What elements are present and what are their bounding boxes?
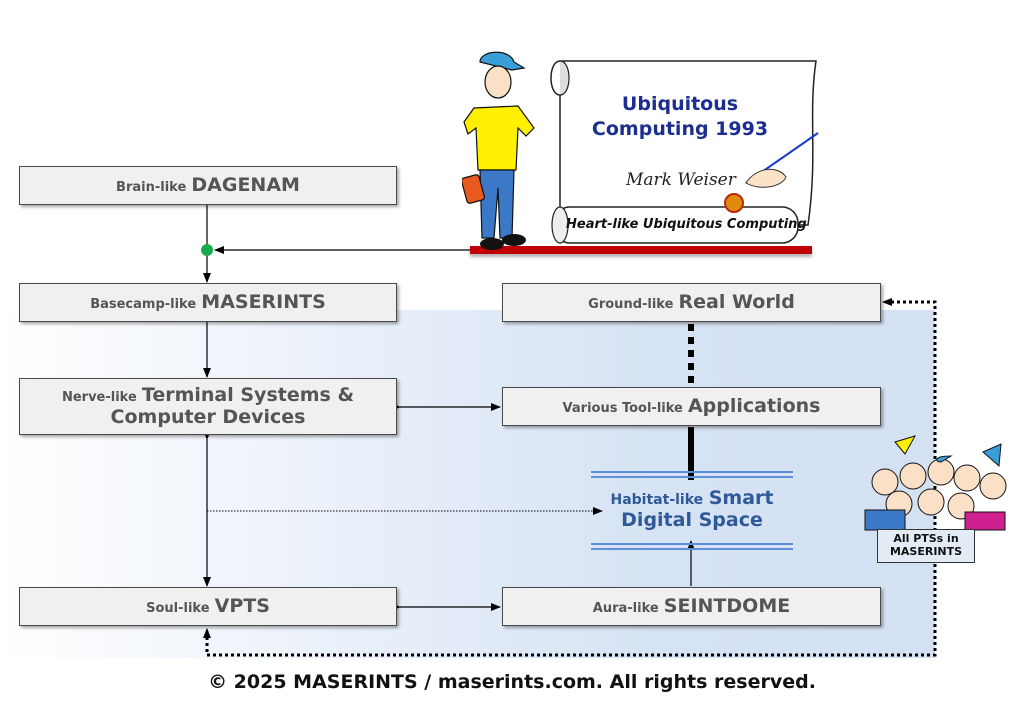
maserints-label: MASERINTS xyxy=(201,290,326,313)
habitat-bottom-line-2 xyxy=(591,548,793,550)
real-world-label: Real World xyxy=(678,290,795,313)
cartoon-man-illustration xyxy=(462,51,535,250)
vpts-prefix: Soul-like xyxy=(146,600,210,616)
vpts-box: Soul-like VPTS xyxy=(19,587,397,626)
signature: Mark Weiser xyxy=(626,170,736,190)
dagenam-label: DAGENAM xyxy=(191,173,300,196)
scroll-title-line2: Computing 1993 xyxy=(591,117,769,140)
crowd-illustration xyxy=(864,435,1007,531)
dagenam-prefix: Brain-like xyxy=(116,179,187,195)
applications-box: Various Tool-like Applications xyxy=(502,387,881,426)
copyright-footer: © 2025 MASERINTS / maserints.com. All ri… xyxy=(208,671,816,693)
dagenam-box: Brain-like DAGENAM xyxy=(19,166,397,205)
habitat-label-line2: Digital Space xyxy=(621,509,763,531)
hand-icon xyxy=(745,168,787,188)
terminal-box: Nerve-like Terminal Systems & Computer D… xyxy=(19,378,397,435)
seintdome-box: Aura-like SEINTDOME xyxy=(502,587,881,626)
habitat-prefix: Habitat-like xyxy=(610,492,704,509)
applications-label: Applications xyxy=(687,394,821,417)
seal-icon xyxy=(724,193,744,213)
crowd-label: All PTSs in MASERINTS xyxy=(877,529,975,563)
habitat-top-line-1 xyxy=(591,471,793,473)
habitat-smart-digital-space: Habitat-like Smart Digital Space xyxy=(591,470,793,550)
scroll-illustration xyxy=(550,60,819,244)
maserints-prefix: Basecamp-like xyxy=(90,296,197,312)
scroll-title-line1: Ubiquitous xyxy=(621,93,739,115)
scroll-title: Ubiquitous Computing 1993 xyxy=(575,92,785,141)
scroll-banner: Heart-like Ubiquitous Computing xyxy=(566,217,807,232)
crowd-label-line2: MASERINTS xyxy=(889,545,963,559)
applications-prefix: Various Tool-like xyxy=(562,400,683,416)
real-world-box: Ground-like Real World xyxy=(502,283,881,322)
terminal-label-line1: Terminal Systems & xyxy=(141,383,355,406)
terminal-label-line2: Computer Devices xyxy=(110,405,306,428)
red-base-bar xyxy=(470,246,812,254)
habitat-bottom-line-1 xyxy=(591,543,793,545)
habitat-top-line-2 xyxy=(591,476,793,478)
terminal-prefix: Nerve-like xyxy=(61,389,137,405)
junction-dot xyxy=(201,244,213,256)
vpts-label: VPTS xyxy=(214,594,270,617)
crowd-label-line1: All PTSs in xyxy=(893,532,959,545)
real-world-prefix: Ground-like xyxy=(588,296,674,312)
outer-dotted-feedback-loop xyxy=(205,300,937,657)
habitat-label-line1: Smart xyxy=(708,487,774,510)
seintdome-label: SEINTDOME xyxy=(663,594,791,617)
seintdome-prefix: Aura-like xyxy=(592,600,659,616)
maserints-box: Basecamp-like MASERINTS xyxy=(19,283,397,322)
